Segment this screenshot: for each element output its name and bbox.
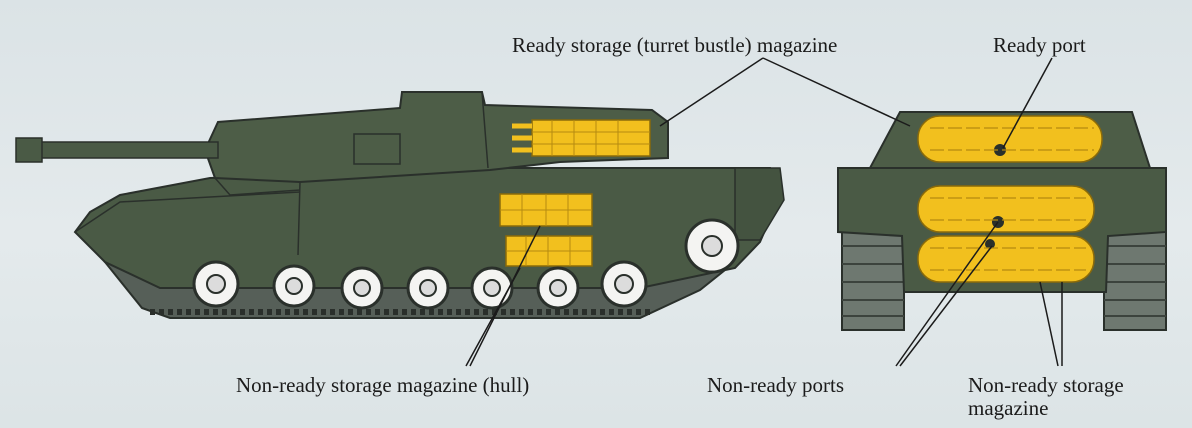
rear-nonready-ammo-lower [917, 235, 1095, 283]
leader-ports-2 [899, 245, 993, 367]
rear-left-track [841, 227, 905, 331]
gun-barrel [39, 141, 219, 159]
side-view-tank [15, 91, 785, 319]
rear-ready-ammo [917, 115, 1103, 163]
rear-right-track [1103, 227, 1167, 331]
leader-hull-2 [469, 225, 541, 367]
rear-nonready-ammo-upper [917, 185, 1095, 233]
label-non-ready-storage-magazine: Non-ready storage magazine [968, 374, 1124, 420]
side-hull-glacis [74, 191, 301, 233]
side-road-wheels [192, 218, 740, 310]
side-hull [73, 167, 780, 289]
hull-ammo-upper [499, 193, 593, 227]
label-non-ready-storage-hull: Non-ready storage magazine (hull) [236, 373, 530, 397]
label-ready-storage-bustle: Ready storage (turret bustle) magazine [512, 33, 838, 57]
side-turret [203, 91, 669, 184]
leader-ports-1 [895, 221, 999, 367]
ammo-round-ends [930, 127, 1094, 271]
gun-muzzle [15, 137, 43, 163]
leader-mag-1 [1039, 281, 1059, 367]
side-turret-ridge [214, 91, 489, 256]
side-rear-plate [734, 167, 785, 241]
hull-ammo-lower [505, 235, 593, 267]
label-non-ready-storage-magazine-line2: magazine [968, 396, 1049, 420]
leader-lines [465, 57, 1063, 367]
label-ready-port: Ready port [993, 33, 1086, 57]
leader-bustle-rear [762, 57, 911, 127]
label-non-ready-storage-magazine-line1: Non-ready storage [968, 373, 1124, 397]
rear-view-tank [837, 111, 1167, 331]
side-turret-hatch [353, 133, 401, 165]
leader-ready-port [1002, 57, 1053, 149]
bustle-ammo [512, 119, 651, 157]
label-non-ready-ports: Non-ready ports [707, 373, 845, 397]
leader-bustle-side [659, 57, 764, 127]
